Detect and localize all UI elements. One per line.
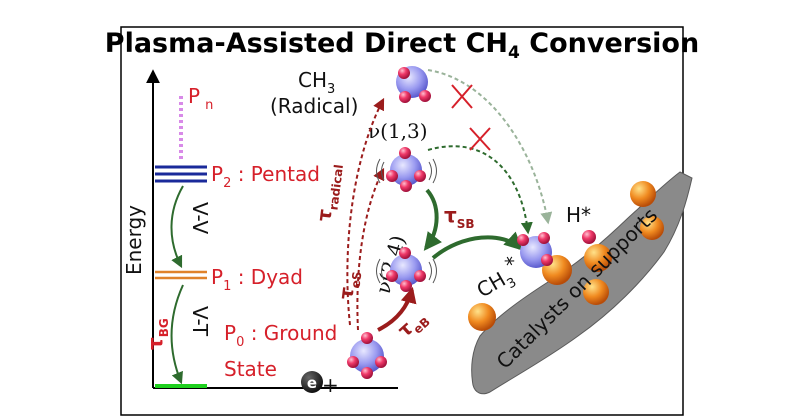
level-p1-lines — [155, 270, 207, 280]
title: Plasma-Assisted Direct CH4 Conversion — [105, 28, 699, 63]
radical-ch3-label: CH3 — [298, 68, 335, 97]
electron-icon — [301, 371, 323, 393]
tau-radical-label: τradical — [313, 162, 346, 223]
electron-plus: + — [322, 373, 339, 397]
tau-radical-arrow — [346, 97, 385, 326]
vt-label: V-T — [188, 306, 212, 337]
tau-bg-label: τBG — [143, 318, 171, 350]
electron-symbol: e — [307, 374, 317, 392]
to-surface-arrow — [431, 231, 523, 260]
level-p1-label: P1 : Dyad — [211, 265, 303, 294]
tau-sb-arrow — [423, 188, 442, 251]
catalyst-support — [471, 171, 693, 395]
energy-axis-label: Energy — [122, 205, 146, 275]
nu13-to-surface-arrow — [427, 145, 533, 235]
level-p0-label: P0 : Ground — [224, 321, 337, 350]
tau-eb-arrow — [377, 286, 417, 332]
vv-arrow — [170, 185, 184, 269]
tau-es-label: τeS — [335, 269, 364, 301]
blocked-mark-lower — [469, 127, 491, 151]
vt-arrow — [170, 284, 184, 385]
radical-paren-label: (Radical) — [270, 94, 358, 118]
adsorbed-ch3-label: CH3* — [469, 251, 528, 307]
tau-sb-label: τSB — [444, 203, 475, 231]
level-p0-label-line2: State — [224, 357, 277, 381]
blocked-mark-upper — [451, 84, 473, 109]
tau-es-arrow — [356, 167, 385, 331]
adsorbed-h-label: H* — [566, 203, 591, 227]
vv-label: V-V — [188, 202, 212, 235]
ch4-nu13-molecule — [376, 147, 437, 192]
ch4-nu24-molecule — [376, 247, 437, 292]
frame — [120, 26, 684, 416]
nu13-label: ν(1,3) — [368, 119, 428, 143]
level-p2-lines — [155, 165, 207, 183]
ch4-ground-molecule — [347, 332, 387, 379]
adsorbed-h-atom — [582, 230, 596, 244]
ch3-radical-molecule — [396, 66, 431, 103]
adsorbed-ch3-molecule — [517, 232, 553, 268]
radical-to-surface-arrow — [427, 69, 553, 225]
level-p2-label: P2 : Pentad — [211, 162, 320, 191]
